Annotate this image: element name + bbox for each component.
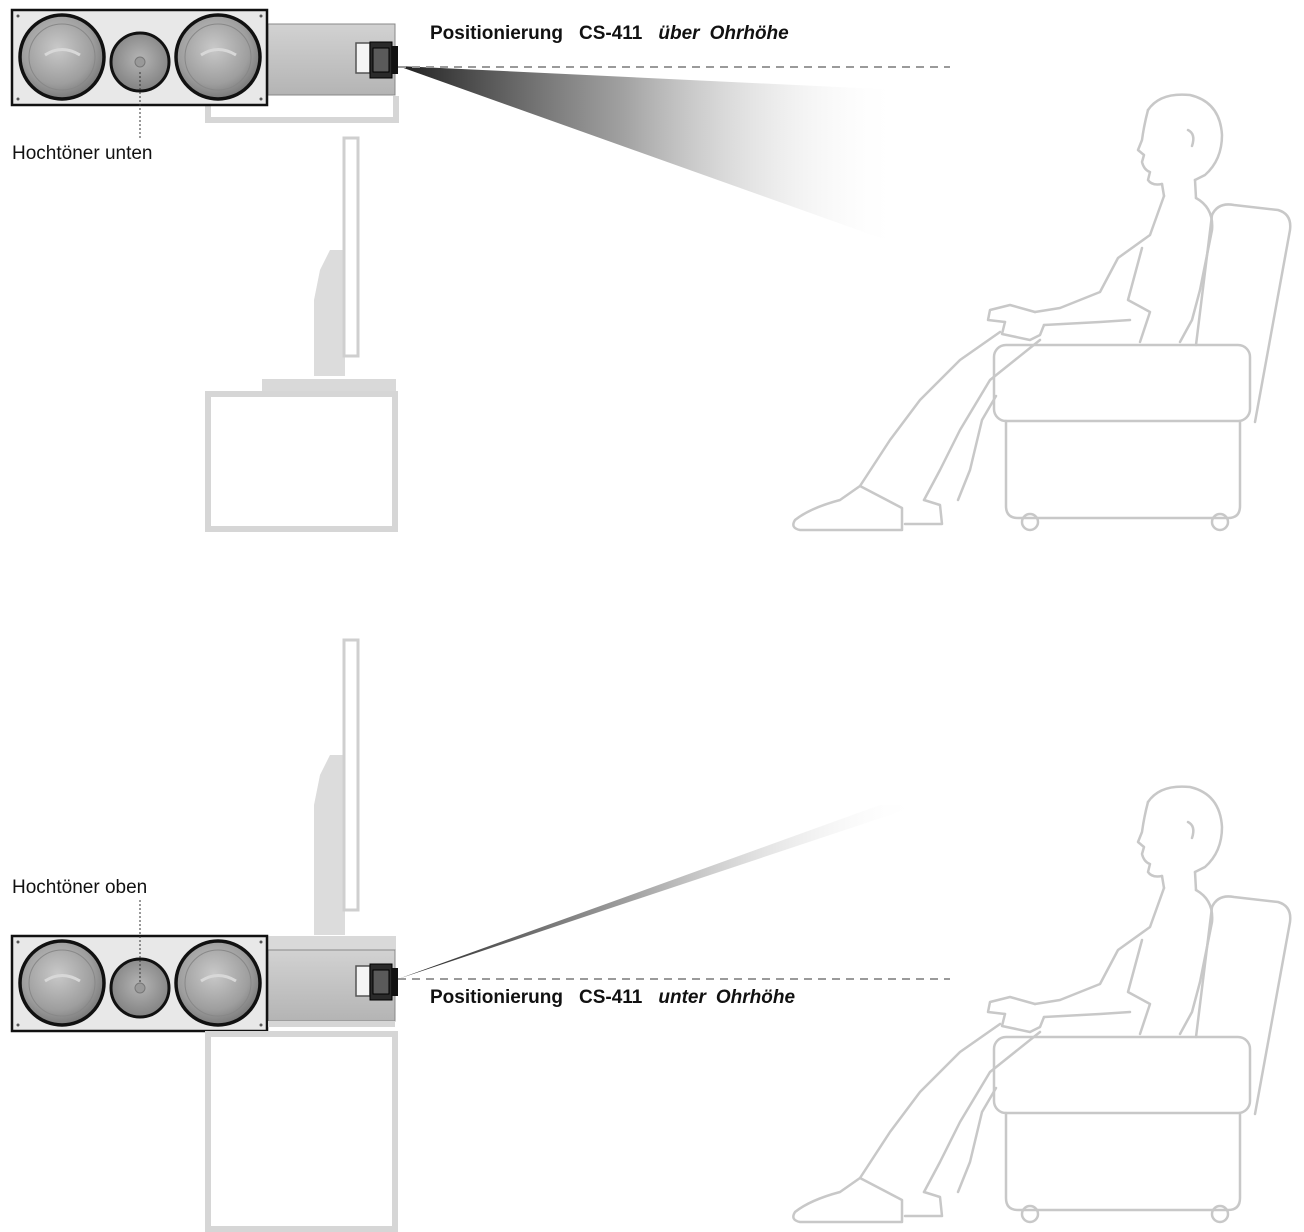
title-top-ear-height: Ohrhöhe — [709, 23, 789, 44]
title-top-relation: über — [658, 23, 700, 44]
title-bottom-model: CS-411 — [579, 987, 643, 1008]
seated-viewer-bottom — [792, 785, 1292, 1224]
speaker-side-view-bottom — [267, 949, 398, 1022]
sound-beam-bottom — [398, 805, 920, 979]
title-bottom-ear-height: Ohrhöhe — [715, 987, 796, 1008]
top-scene — [10, 8, 1292, 532]
title-top: Positionierung CS-411 über Ohrhöhe — [430, 23, 789, 45]
sound-beam-top — [398, 66, 900, 245]
center-speaker-front-top — [10, 8, 269, 140]
speaker-side-view-top — [267, 23, 398, 96]
title-bottom: Positionierung CS-411 unter Ohrhöhe — [430, 987, 795, 1009]
tv-side-view-top — [262, 136, 396, 391]
tweeter-label-bottom: Hochtöner oben — [12, 877, 148, 898]
title-bottom-part1: Positionierung — [430, 987, 563, 1008]
title-top-part1: Positionierung — [430, 23, 563, 44]
tweeter-label-top: Hochtöner unten — [12, 143, 153, 164]
title-top-model: CS-411 — [579, 23, 643, 44]
tv-side-view-bottom — [268, 638, 396, 950]
center-speaker-front-bottom — [10, 934, 269, 1033]
tv-cabinet-top — [205, 391, 398, 532]
tv-cabinet-bottom — [205, 1021, 398, 1232]
top-shelf — [205, 96, 399, 123]
title-bottom-relation: unter — [658, 987, 706, 1008]
bottom-scene — [10, 638, 1292, 1232]
